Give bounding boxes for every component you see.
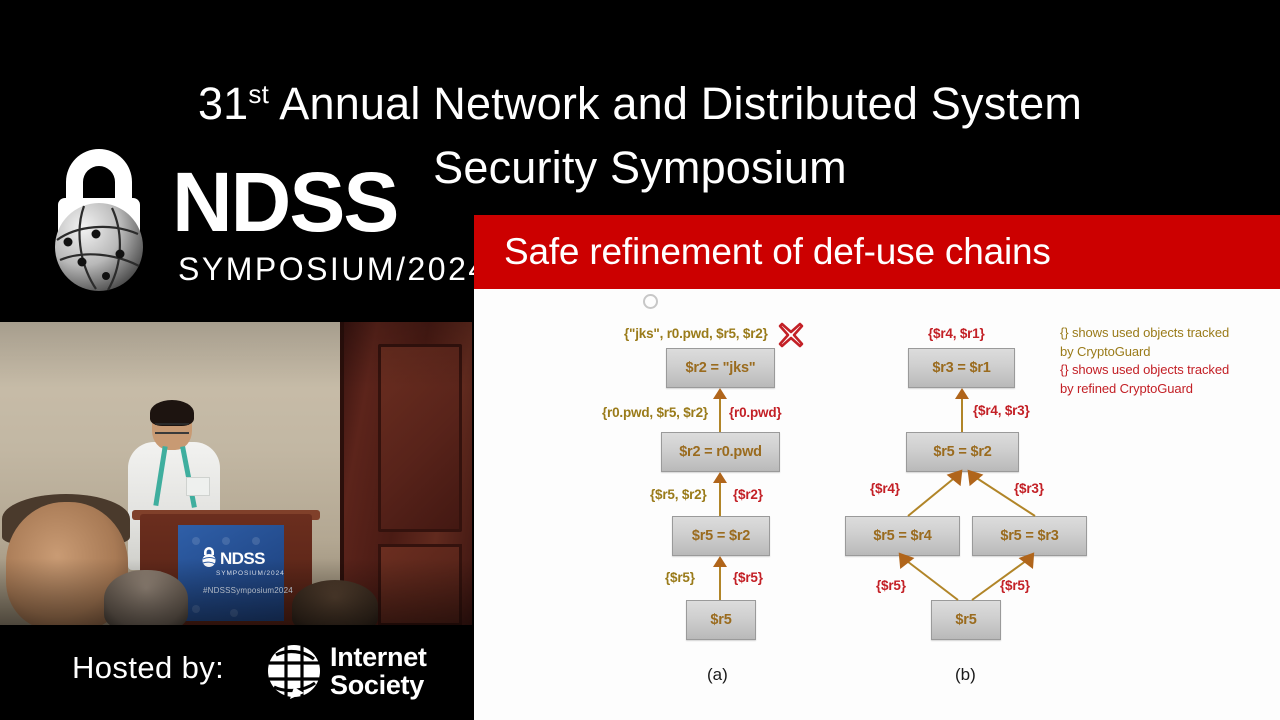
figure-a-arrow-2-1 xyxy=(713,388,727,399)
cursor-dot-icon xyxy=(643,294,658,309)
figure-a-edge-3-2 xyxy=(719,482,721,516)
figure-a-edge-label-red-3: {$r5} xyxy=(733,570,763,585)
podium-ndss-wordmark: NDSS xyxy=(220,549,265,569)
figure-a-node-1[interactable]: $r2 = "jks" xyxy=(666,348,775,388)
ndss-logo: NDSS SYMPOSIUM/2024 xyxy=(30,140,486,320)
audience-member-right xyxy=(292,580,378,625)
slide-header-bar xyxy=(474,215,1280,289)
speaker-video-feed: NDSS SYMPOSIUM/2024 #NDSSSymposium2024 xyxy=(0,322,472,625)
figure-a-edge-label-olive-3: {$r5} xyxy=(665,570,695,585)
hosted-by-bar: Hosted by: Internet Society xyxy=(0,628,472,720)
ndss-subtitle: SYMPOSIUM/2024 xyxy=(178,251,489,287)
ordinal-number: 31 xyxy=(197,78,249,129)
slide-body xyxy=(474,289,1280,720)
diagram-legend: {} shows used objects tracked by CryptoG… xyxy=(1060,324,1265,398)
hosted-by-label: Hosted by: xyxy=(72,650,225,685)
speaker-glasses xyxy=(155,423,189,434)
figure-a-edge-label-red-2: {$r2} xyxy=(733,487,763,502)
podium-dot xyxy=(222,537,230,545)
speaker-badge xyxy=(186,477,210,496)
figure-a-node-2[interactable]: $r2 = r0.pwd xyxy=(661,432,780,472)
figure-b-edge-label-2: {$r4} xyxy=(870,481,900,496)
legend-red-line1: {} shows used objects tracked xyxy=(1060,362,1230,377)
podium-dot xyxy=(192,605,200,613)
figure-b-caption: (b) xyxy=(955,665,976,684)
figure-b-node-3[interactable]: $r5 = $r4 xyxy=(845,516,960,556)
isoc-line2: Society xyxy=(330,670,424,700)
legend-olive-line1: {} shows used objects tracked xyxy=(1060,325,1230,340)
figure-b-arrow-5-4 xyxy=(1018,552,1035,570)
audience-member-center xyxy=(104,570,188,625)
figure-b-edge-5-3 xyxy=(902,557,959,601)
figure-b-arrow-3-2 xyxy=(946,469,963,487)
legend-red-line2: by refined CryptoGuard xyxy=(1060,380,1193,396)
figure-b-edge-label-3: {$r3} xyxy=(1014,481,1044,496)
figure-b-edge-2-1 xyxy=(961,398,963,432)
door-panel-lower xyxy=(378,544,462,625)
figure-a-edge-label-red-1: {r0.pwd} xyxy=(729,405,782,420)
podium-hashtag: #NDSSSymposium2024 xyxy=(203,586,293,595)
figure-a-edge-4-3 xyxy=(719,566,721,600)
figure-a-edge-label-olive-1: {r0.pwd, $r5, $r2} xyxy=(602,405,708,420)
figure-b-edge-3-2 xyxy=(907,474,959,517)
figure-b-arrow-4-2 xyxy=(967,469,984,487)
podium-sign xyxy=(178,525,284,621)
podium-dot xyxy=(230,609,238,617)
podium-ndss-subtitle: SYMPOSIUM/2024 xyxy=(216,570,285,577)
figure-b-top-label: {$r4, $r1} xyxy=(928,326,985,341)
figure-b-arrow-2-1 xyxy=(955,388,969,399)
figure-a-caption: (a) xyxy=(707,665,728,684)
figure-a-arrow-4-3 xyxy=(713,556,727,567)
figure-b-node-1[interactable]: $r3 = $r1 xyxy=(908,348,1015,388)
figure-a-node-4[interactable]: $r5 xyxy=(686,600,756,640)
figure-b-edge-label-5: {$r5} xyxy=(1000,578,1030,593)
figure-a-edge-2-1 xyxy=(719,398,721,432)
legend-olive-line2: by CryptoGuard xyxy=(1060,343,1151,359)
video-vignette xyxy=(0,322,472,625)
figure-b-node-2[interactable]: $r5 = $r2 xyxy=(906,432,1019,472)
figure-a-arrow-3-2 xyxy=(713,472,727,483)
figure-b-edge-label-1: {$r4, $r3} xyxy=(973,403,1030,418)
isoc-line1: Internet xyxy=(330,642,427,672)
figure-b-arrow-5-3 xyxy=(898,552,915,570)
ndss-wordmark: NDSS xyxy=(172,155,399,249)
podium-dot xyxy=(192,537,200,545)
podium-dot xyxy=(252,537,260,545)
conference-title: 31st Annual Network and Distributed Syst… xyxy=(0,8,1280,264)
conference-title-line2: Security Symposium xyxy=(433,142,847,193)
slide-title: Safe refinement of def-use chains xyxy=(504,231,1051,272)
figure-b-edge-group xyxy=(898,469,1036,601)
figure-a-top-label: {"jks", r0.pwd, $r5, $r2} xyxy=(624,326,768,341)
internet-society-wordmark: Internet Society xyxy=(330,643,427,699)
figure-b-edge-label-4: {$r5} xyxy=(876,578,906,593)
internet-society-globe-icon xyxy=(268,645,320,699)
ordinal-suffix: st xyxy=(248,79,270,109)
podium-padlock-icon xyxy=(202,547,216,567)
slide-panel: Safe refinement of def-use chains xyxy=(474,215,1280,720)
padlock-globe-icon xyxy=(55,149,143,291)
conference-title-line1: 31st Annual Network and Distributed Syst… xyxy=(198,78,1082,129)
speaker-hair xyxy=(150,400,194,426)
figure-a-edge-label-olive-2: {$r5, $r2} xyxy=(650,487,707,502)
figure-a-node-3[interactable]: $r5 = $r2 xyxy=(672,516,770,556)
figure-b-edge-4-2 xyxy=(971,474,1036,517)
title-line1-rest: Annual Network and Distributed System xyxy=(269,78,1083,129)
door-panel-upper xyxy=(378,344,462,532)
figure-b-edge-5-4 xyxy=(971,557,1031,601)
figure-b-node-5[interactable]: $r5 xyxy=(931,600,1001,640)
red-x-icon xyxy=(778,322,804,348)
